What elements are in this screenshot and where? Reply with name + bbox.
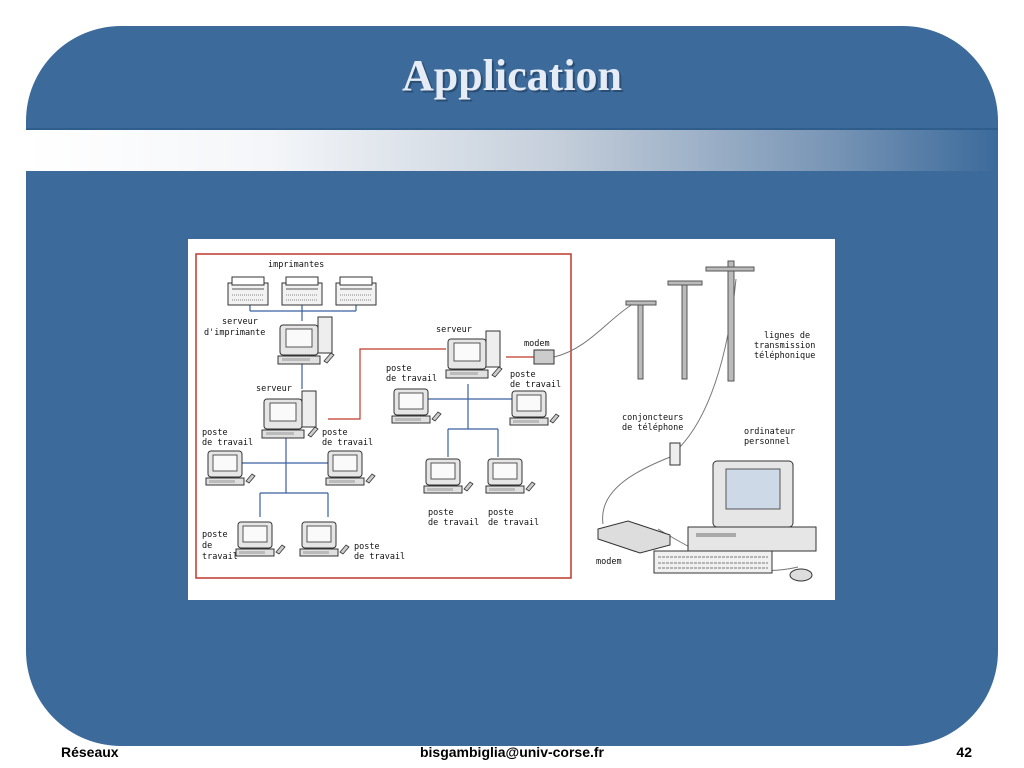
label-phone-lines: lignes de	[764, 331, 810, 341]
workstation-icon	[235, 521, 286, 557]
label-server: serveur	[436, 325, 472, 335]
label-modem: modem	[524, 339, 550, 349]
label-workstation: de travail	[488, 518, 539, 528]
wan-cabling	[328, 348, 534, 420]
label-print-server: serveur	[222, 317, 258, 327]
workstation-icon	[485, 458, 536, 494]
label-workstation: poste	[510, 370, 536, 380]
label-workstation: de travail	[386, 374, 437, 384]
workstation-icon	[423, 458, 474, 494]
label-workstation: poste	[322, 428, 348, 438]
label-workstation: poste	[202, 428, 228, 438]
workstation-icon	[205, 450, 256, 486]
printer-icon	[335, 276, 377, 306]
server-icon	[261, 390, 319, 439]
label-server: serveur	[256, 384, 292, 394]
label-workstation: poste	[202, 530, 228, 540]
workstation-icon	[391, 388, 442, 424]
label-workstation: de	[202, 541, 212, 551]
label-workstation: de travail	[354, 552, 405, 562]
label-workstation: poste	[354, 542, 380, 552]
label-workstation: de travail	[202, 438, 253, 448]
printer-icon	[281, 276, 323, 306]
server-icon	[445, 330, 503, 379]
label-phone-jacks: de téléphone	[622, 422, 683, 433]
workstation-icon	[325, 450, 376, 486]
label-workstation: de travail	[428, 518, 479, 528]
label-personal-computer: personnel	[744, 437, 790, 447]
label-phone-jacks: conjoncteurs	[622, 413, 683, 423]
phone-jack-icon	[669, 442, 681, 466]
workstation-icon	[509, 390, 560, 426]
label-print-server: d'imprimante	[204, 328, 265, 338]
personal-computer-icon	[653, 460, 817, 582]
footer-left: Réseaux	[61, 744, 119, 760]
label-phone-lines: transmission	[754, 341, 815, 351]
title-gradient-band	[26, 128, 998, 171]
label-workstation: poste	[488, 508, 514, 518]
printer-icon	[227, 276, 269, 306]
print-server-icon	[277, 316, 335, 365]
lan-boundary	[195, 253, 572, 579]
footer-page-number: 42	[956, 744, 972, 760]
workstation-icon	[299, 521, 350, 557]
band-edge	[26, 128, 998, 130]
label-workstation: de travail	[510, 380, 561, 390]
lan-cabling	[240, 301, 528, 517]
label-workstation: poste	[428, 508, 454, 518]
telephone-pole-icon	[625, 260, 755, 382]
label-phone-lines: téléphonique	[754, 350, 815, 361]
label-workstation: travail	[202, 552, 238, 562]
label-workstation: de travail	[322, 438, 373, 448]
label-personal-computer: ordinateur	[744, 427, 795, 437]
label-workstation: poste	[386, 364, 412, 374]
slide-title: Application	[401, 51, 623, 100]
footer-center: bisgambiglia@univ-corse.fr	[419, 744, 605, 760]
network-diagram: imprimantes serveur d'imprimante serveur…	[188, 239, 835, 600]
external-modem-icon	[597, 520, 671, 554]
label-modem: modem	[596, 557, 622, 567]
modem-icon	[533, 349, 555, 365]
label-printers: imprimantes	[268, 260, 324, 270]
